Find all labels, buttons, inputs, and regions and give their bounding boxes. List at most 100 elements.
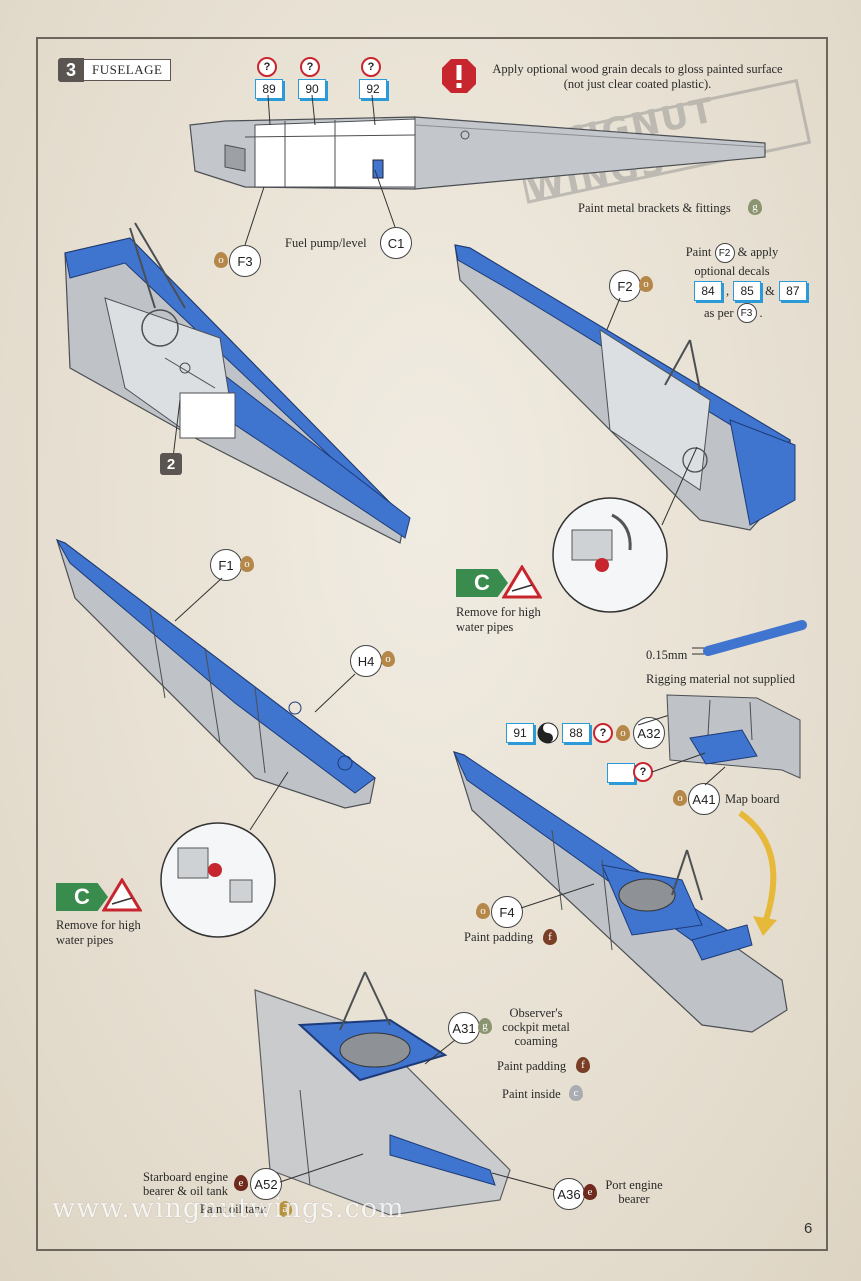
remove-right-line1: Remove for high <box>456 605 541 619</box>
part-f2: F2 <box>609 270 641 302</box>
color-o-icon: o <box>673 790 687 806</box>
fuselage-assembly-front-left <box>64 222 411 544</box>
decal-85: 85 <box>733 281 762 301</box>
footer-url: www.wingnutwings.com <box>52 1193 405 1224</box>
decal-leader-lines <box>267 95 376 125</box>
a32-panel <box>666 694 801 779</box>
f2-note-paint: Paint <box>685 244 712 259</box>
f3-leader <box>244 186 265 245</box>
remove-left-line2: water pipes <box>56 933 114 947</box>
a31-line1: Observer's <box>509 1006 563 1020</box>
decal-89: 89 <box>255 79 283 99</box>
fuel-pump-label: Fuel pump/level <box>285 236 367 250</box>
part-f4: F4 <box>491 896 523 928</box>
page-frame <box>36 37 828 1251</box>
a52-leader <box>279 1153 364 1183</box>
rigging-rod <box>692 620 807 656</box>
fuselage-assembly-right <box>454 244 796 531</box>
part-f3: F3 <box>229 245 261 277</box>
decal-84: 84 <box>694 281 722 301</box>
warning-icon <box>442 59 476 93</box>
step-header: 3 FUSELAGE <box>58 58 172 82</box>
decal-separator: & <box>765 283 775 298</box>
fuselage-side-view <box>189 116 766 190</box>
remove-left-line1: Remove for high <box>56 918 141 932</box>
c1-leader <box>374 169 396 228</box>
color-a-icon: a <box>278 1201 292 1217</box>
fuselage-assembly-lower-right <box>453 751 788 1033</box>
part-a41: A41 <box>688 783 720 815</box>
rigging-note: Rigging material not supplied <box>646 672 795 686</box>
oil-tank-note: Paint oil tank <box>200 1202 267 1216</box>
f2-note-apply: & apply <box>737 244 779 259</box>
a31-leader <box>424 1039 456 1065</box>
f2-ref-icon: F2 <box>714 243 735 263</box>
subassembly-leader <box>172 400 181 459</box>
a31-line2: cockpit metal <box>502 1020 570 1034</box>
warning-line-1: Apply optional wood grain decals to glos… <box>492 62 783 76</box>
subassembly-step-badge: 2 <box>160 453 182 475</box>
as-per-note: as per F3 . <box>704 303 763 323</box>
a31-note: Observer's cockpit metal coaming <box>496 1006 576 1048</box>
color-g-icon: g <box>748 199 762 215</box>
page-number: 6 <box>804 1220 813 1237</box>
color-f-icon: f <box>576 1057 590 1073</box>
decal-87: 87 <box>778 281 807 301</box>
decal-91: 91 <box>506 723 534 743</box>
placement-arrow <box>738 810 777 936</box>
detail-magnifier-right <box>552 446 698 613</box>
f3-ref-icon: F3 <box>736 303 757 323</box>
as-per-end: . <box>759 305 763 320</box>
detail-magnifier-left <box>160 771 289 938</box>
color-e-icon: e <box>583 1184 597 1200</box>
decal-separator: , <box>726 283 730 298</box>
part-a52: A52 <box>250 1168 282 1200</box>
a31-padding-note: Paint padding <box>497 1059 567 1073</box>
a52-note: Starboard engine bearer & oil tank <box>132 1170 228 1198</box>
color-o-icon: o <box>214 252 228 268</box>
cockpit-closeup <box>254 971 511 1216</box>
color-e-icon: e <box>234 1175 248 1191</box>
brackets-note: Paint metal brackets & fittings <box>578 201 731 215</box>
fuselage-assembly-mid-left <box>55 539 376 809</box>
a52-line1: Starboard engine <box>142 1170 228 1184</box>
a31-inside-note: Paint inside <box>502 1087 561 1101</box>
color-f-icon: f <box>543 929 557 945</box>
remove-tag-right: C <box>456 569 508 597</box>
color-o-icon: o <box>476 903 490 919</box>
step-number: 3 <box>58 58 84 82</box>
color-o-icon: o <box>381 651 395 667</box>
color-g-icon: g <box>478 1018 492 1034</box>
f2-note-line2: optional decals <box>694 264 770 278</box>
remove-note-right: Remove for high water pipes <box>456 605 541 635</box>
a41-leader <box>704 766 726 786</box>
remove-note-left: Remove for high water pipes <box>56 918 141 948</box>
a31-line3: coaming <box>514 1034 558 1048</box>
part-c1: C1 <box>380 227 412 259</box>
warning-text: Apply optional wood grain decals to glos… <box>480 62 795 92</box>
unknown-decal-icon: ? <box>257 57 277 77</box>
f4-note: Paint padding <box>464 930 534 944</box>
unknown-decal-icon: ? <box>361 57 381 77</box>
a52-line2: bearer & oil tank <box>142 1184 228 1198</box>
remove-right-line2: water pipes <box>456 620 514 634</box>
color-o-icon: o <box>639 276 653 292</box>
decal82-leader <box>651 752 706 773</box>
f2-decal-list: 84 , 85 & 87 <box>694 281 807 301</box>
unknown-decal-icon: ? <box>633 762 653 782</box>
part-a31: A31 <box>448 1012 480 1044</box>
a36-note: Port engine bearer <box>600 1178 668 1206</box>
a32-row: 91 88 ? o A32 <box>506 717 665 749</box>
color-o-icon: o <box>240 556 254 572</box>
f2-note: Paint F2 & apply optional decals <box>672 243 792 280</box>
f4-leader <box>520 883 595 909</box>
warning-line-2: (not just clear coated plastic). <box>563 77 712 91</box>
part-a32: A32 <box>633 717 665 749</box>
f1-leader <box>174 577 223 622</box>
color-o-icon: o <box>616 725 630 741</box>
f2-note-line1: Paint F2 & apply <box>672 243 792 263</box>
h4-leader <box>314 673 356 713</box>
a36-leader <box>491 1172 556 1191</box>
decal-92: 92 <box>359 79 387 99</box>
